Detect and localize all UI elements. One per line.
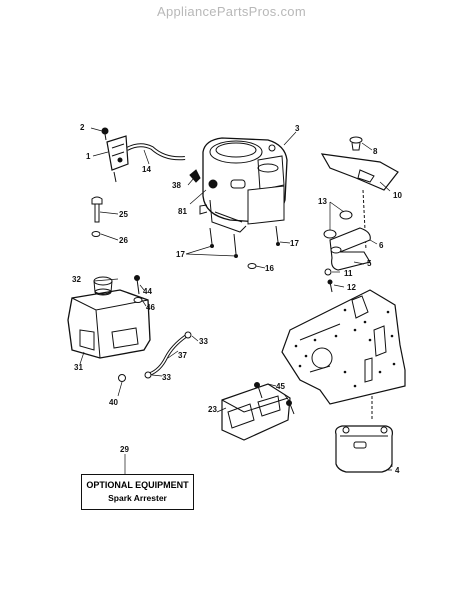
callout-37: 37 bbox=[178, 351, 187, 360]
callout-44: 44 bbox=[143, 287, 152, 296]
callout-12: 12 bbox=[347, 283, 356, 292]
washer-part-26[interactable] bbox=[91, 231, 101, 237]
clamp-part-33b[interactable] bbox=[144, 371, 152, 379]
callout-5: 5 bbox=[367, 259, 372, 268]
callout-33-bottom: 33 bbox=[162, 373, 171, 382]
callout-46: 46 bbox=[146, 303, 155, 312]
callout-38: 38 bbox=[172, 181, 181, 190]
callout-16: 16 bbox=[265, 264, 274, 273]
callout-25: 25 bbox=[119, 210, 128, 219]
callout-3: 3 bbox=[295, 124, 300, 133]
screw-part-2[interactable] bbox=[101, 127, 109, 141]
spacers-part-13[interactable] bbox=[323, 210, 353, 254]
callout-31: 31 bbox=[74, 363, 83, 372]
nut-part-40[interactable] bbox=[118, 374, 126, 382]
muffler-part[interactable] bbox=[335, 425, 393, 473]
callout-29: 29 bbox=[120, 445, 129, 454]
engine-part[interactable] bbox=[189, 137, 288, 233]
muffler-bracket-part[interactable] bbox=[329, 227, 371, 271]
leader-lines bbox=[79, 127, 393, 474]
spark-arrester-label: Spark Arrester bbox=[108, 493, 167, 503]
engine-bolts-part-17[interactable] bbox=[209, 225, 280, 258]
callout-13: 13 bbox=[318, 197, 327, 206]
callout-11: 11 bbox=[344, 269, 353, 278]
callout-17-right: 17 bbox=[290, 239, 299, 248]
callout-17-left: 17 bbox=[176, 250, 185, 259]
knob-part-8[interactable] bbox=[349, 136, 363, 151]
callout-32: 32 bbox=[72, 275, 81, 284]
clamp-part-33a[interactable] bbox=[184, 331, 192, 339]
optional-equipment-box: OPTIONAL EQUIPMENT Spark Arrester bbox=[81, 474, 194, 510]
callout-6: 6 bbox=[379, 241, 384, 250]
frame-plate-part[interactable] bbox=[281, 289, 406, 405]
callout-4: 4 bbox=[395, 466, 400, 475]
heat-shield-part[interactable] bbox=[320, 153, 399, 191]
watermark: AppliancePartsPros.com bbox=[157, 4, 306, 19]
bolt-part-25[interactable] bbox=[91, 196, 103, 223]
callout-8: 8 bbox=[373, 147, 378, 156]
callout-1: 1 bbox=[86, 152, 91, 161]
bolt-part-12[interactable] bbox=[327, 279, 333, 293]
callout-14: 14 bbox=[142, 165, 151, 174]
callout-45: 45 bbox=[276, 382, 285, 391]
throttle-control-part[interactable] bbox=[106, 135, 129, 183]
bolt-part-44[interactable] bbox=[134, 275, 140, 295]
callout-23: 23 bbox=[208, 405, 217, 414]
callout-81: 81 bbox=[178, 207, 187, 216]
bolts-part-45[interactable] bbox=[254, 382, 295, 415]
callout-26: 26 bbox=[119, 236, 128, 245]
callout-labels: 2 1 3 14 38 81 8 10 13 6 5 11 12 25 26 1… bbox=[72, 123, 402, 475]
callout-10: 10 bbox=[393, 191, 402, 200]
washer-part-46[interactable] bbox=[133, 297, 143, 303]
callout-2: 2 bbox=[80, 123, 85, 132]
tank-bracket-part[interactable] bbox=[221, 383, 291, 441]
throttle-cable-part[interactable] bbox=[126, 143, 186, 161]
callout-33-top: 33 bbox=[199, 337, 208, 346]
optional-equipment-title: OPTIONAL EQUIPMENT bbox=[86, 480, 189, 490]
callout-40: 40 bbox=[109, 398, 118, 407]
fuel-line-part[interactable] bbox=[149, 334, 188, 376]
washer-part-16[interactable] bbox=[247, 263, 257, 269]
nut-part-11[interactable] bbox=[324, 268, 332, 276]
fuel-cap-part[interactable] bbox=[93, 276, 113, 296]
fuel-tank-part[interactable] bbox=[67, 289, 151, 359]
